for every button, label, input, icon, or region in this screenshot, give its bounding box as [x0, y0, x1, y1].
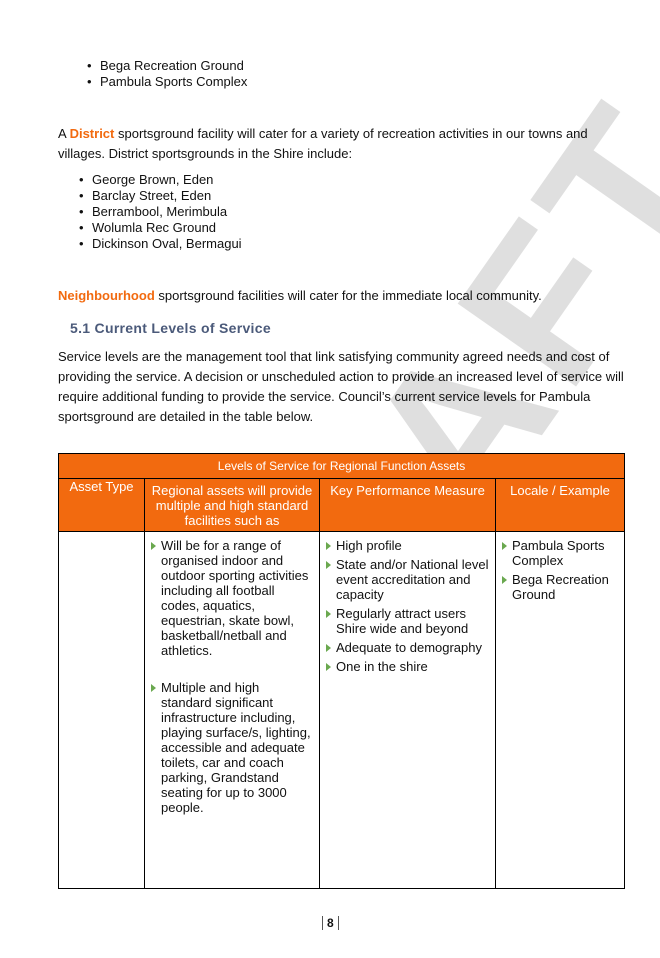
list-item: Bega Recreation Ground: [501, 572, 618, 602]
kpi-cell: High profile State and/or National level…: [319, 531, 496, 889]
levels-of-service-table: Levels of Service for Regional Function …: [57, 453, 626, 889]
header-locale: Locale / Example: [494, 478, 626, 532]
list-item: Adequate to demography: [326, 640, 489, 655]
list-item: Bega Recreation Ground: [87, 58, 247, 74]
district-list: George Brown, Eden Barclay Street, Eden …: [79, 172, 242, 252]
table-row: Sports Ground Will be for a range of org…: [58, 531, 626, 889]
header-kpi: Key Performance Measure: [319, 478, 496, 532]
list-item: Barclay Street, Eden: [79, 188, 242, 204]
list-item: Wolumla Rec Ground: [79, 220, 242, 236]
list-item: Pambula Sports Complex: [87, 74, 247, 90]
list-item: Pambula Sports Complex: [501, 538, 618, 568]
regional-list: Bega Recreation Ground Pambula Sports Co…: [87, 58, 247, 90]
list-item: One in the shire: [326, 659, 489, 674]
page-number: 8: [322, 916, 339, 930]
facilities-cell: Will be for a range of organised indoor …: [144, 531, 320, 889]
list-item: Regularly attract users Shire wide and b…: [326, 606, 489, 636]
list-item: Will be for a range of organised indoor …: [151, 538, 313, 658]
locale-cell: Pambula Sports Complex Bega Recreation G…: [494, 531, 626, 889]
header-asset-type: Asset Type: [58, 478, 145, 532]
neighbourhood-highlight: Neighbourhood: [58, 288, 155, 303]
list-item: Multiple and high standard significant i…: [151, 680, 313, 815]
district-paragraph: A District sportsground facility will ca…: [58, 126, 588, 161]
section-heading: 5.1 Current Levels of Service: [70, 320, 271, 336]
district-highlight: District: [69, 126, 115, 141]
neighbourhood-paragraph: Neighbourhood sportsground facilities wi…: [58, 288, 542, 303]
list-item: Dickinson Oval, Bermagui: [79, 236, 242, 252]
list-item: Berrambool, Merimbula: [79, 204, 242, 220]
header-regional-assets: Regional assets will provide multiple an…: [144, 478, 320, 532]
list-item: State and/or National level event accred…: [326, 557, 489, 602]
table-title: Levels of Service for Regional Function …: [57, 453, 626, 479]
list-item: High profile: [326, 538, 489, 553]
row-label: Sports Ground: [58, 531, 145, 889]
service-paragraph: Service levels are the management tool t…: [58, 349, 624, 424]
list-item: George Brown, Eden: [79, 172, 242, 188]
